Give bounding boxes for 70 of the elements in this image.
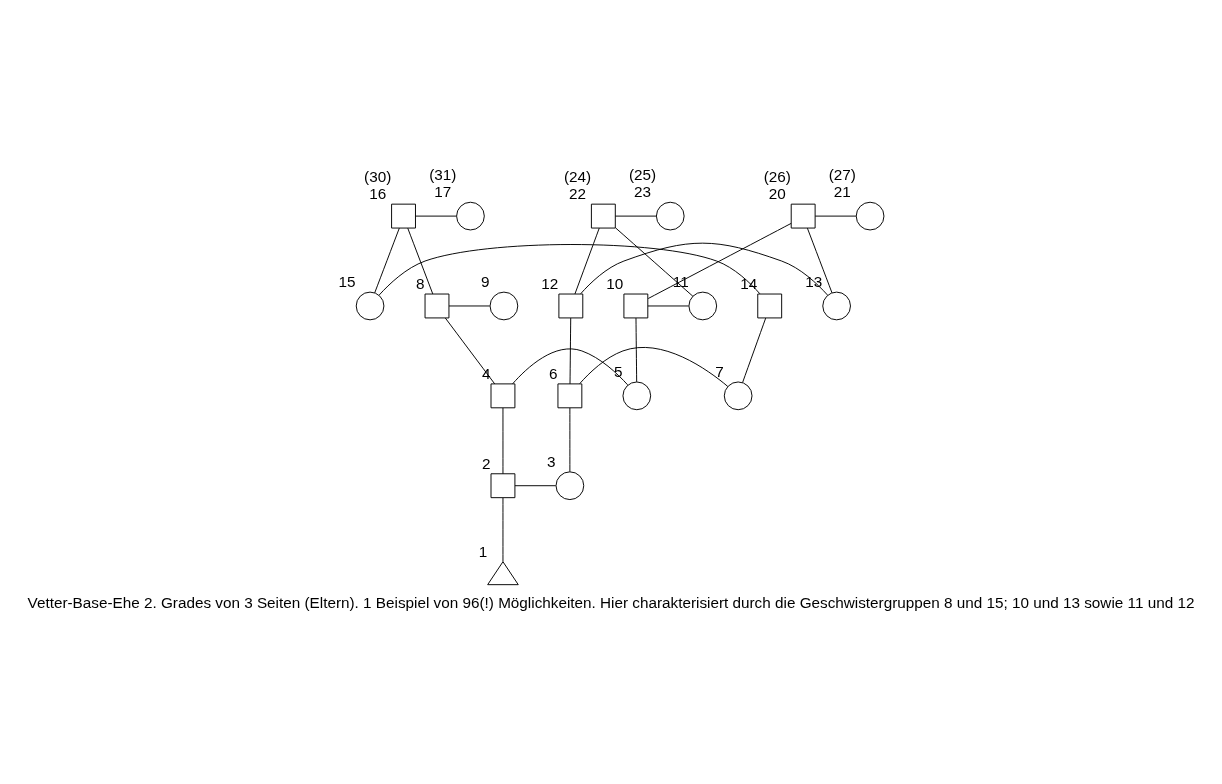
node-label: 16 (369, 184, 387, 202)
node-label: 21 (833, 182, 851, 200)
node-box (424, 293, 450, 318)
node-label: (31) (429, 165, 457, 183)
node-box (757, 293, 783, 318)
node-circle (655, 201, 685, 230)
node-box (590, 203, 616, 229)
caption: Vetter-Base-Ehe 2. Grades von 3 Seiten (Eltern). 1 Beispiel von 96(!) Möglichkeiten. Hier charakterisiert durch die Geschwistergruppen 8 und 15; 10 und 13 sowie 11 und 12 (27, 593, 1195, 611)
node-circle (688, 291, 718, 320)
connector (579, 346, 729, 387)
node-label: 13 (805, 272, 823, 290)
connector (647, 222, 792, 299)
connector (407, 227, 434, 294)
node-label: 12 (541, 274, 559, 292)
node-label: 15 (338, 272, 356, 290)
node-label: 17 (434, 182, 452, 200)
connector (806, 227, 833, 293)
connector (512, 347, 629, 385)
node-label: 1 (478, 542, 488, 560)
connector (569, 317, 572, 384)
connector (742, 317, 767, 383)
connector (580, 242, 828, 295)
node-box (557, 382, 583, 408)
node-label: 3 (547, 452, 556, 470)
node-circle (723, 381, 753, 410)
connector (374, 227, 400, 293)
node-label: 20 (768, 184, 786, 202)
node-label: 5 (613, 362, 623, 380)
node-circle (822, 291, 851, 320)
node-label: 10 (606, 274, 624, 292)
node-label: 23 (634, 182, 652, 200)
node-box (790, 203, 816, 229)
connector (574, 227, 600, 294)
connector (615, 226, 694, 297)
node-box (391, 203, 416, 229)
node-label: 7 (715, 362, 724, 380)
node-label: 9 (481, 272, 490, 290)
node-label: (27) (828, 165, 856, 183)
node-circle (489, 291, 519, 320)
node-circle (855, 201, 885, 230)
node-label: 8 (416, 274, 425, 292)
node-box (490, 472, 516, 498)
connector (502, 497, 504, 562)
node-circle (355, 291, 385, 320)
connector (647, 305, 690, 306)
node-label: (25) (628, 165, 657, 183)
node-label: 2 (481, 454, 491, 472)
connector (448, 305, 491, 306)
node-triangle (487, 560, 519, 585)
node-box (490, 382, 516, 408)
node-label: 22 (569, 184, 587, 202)
connector (514, 484, 557, 486)
connector (569, 406, 571, 472)
node-box (623, 293, 649, 318)
connector (415, 215, 457, 217)
node-label: 6 (548, 364, 558, 382)
connector (614, 215, 657, 217)
connector (444, 317, 496, 384)
connector (378, 243, 761, 295)
node-label: (24) (563, 167, 592, 185)
node-label: (30) (364, 167, 392, 185)
connector (502, 406, 504, 474)
node-circle (622, 381, 652, 410)
node-circle (456, 201, 485, 230)
connector (635, 317, 638, 382)
node-label: 14 (740, 274, 758, 292)
node-label: (26) (763, 167, 791, 185)
node-box (558, 293, 584, 318)
node-circle (555, 470, 585, 500)
connector (814, 215, 857, 217)
